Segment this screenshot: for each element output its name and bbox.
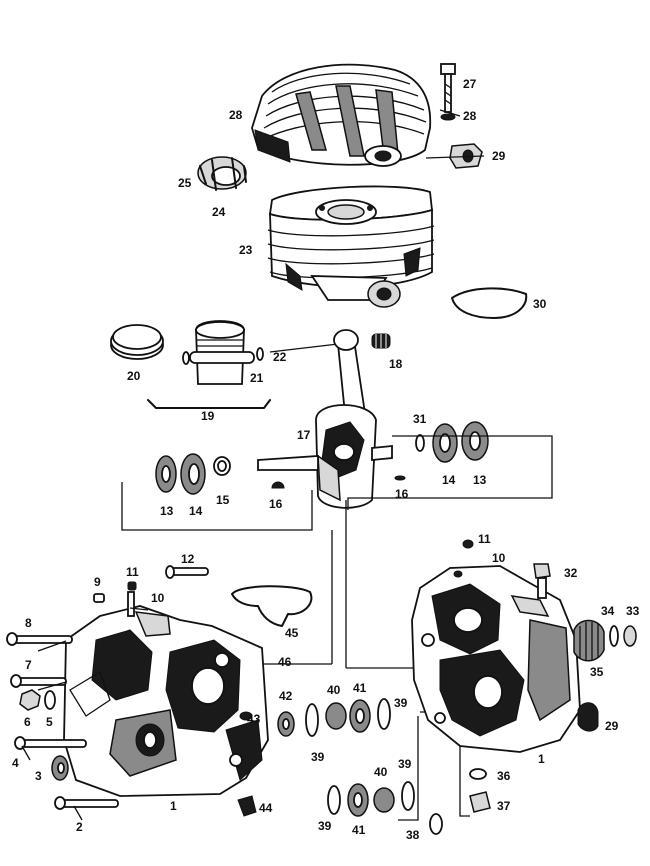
callout-1-right: 1 [538,752,545,766]
callout-10-left: 10 [151,591,165,605]
callout-10-right: 10 [492,551,506,565]
callout-29: 29 [492,149,506,163]
callout-1-left: 1 [170,799,177,813]
small-end-bearing [197,156,247,191]
callout-24: 24 [212,205,226,219]
callout-42: 42 [279,689,293,703]
callout-8: 8 [25,616,32,630]
callout-38: 38 [406,828,420,842]
callout-28: 28 [463,109,477,123]
callout-45: 45 [285,626,299,640]
callout-41-upper: 41 [353,681,367,695]
callout-20: 20 [127,369,141,383]
cylinder-block [267,185,435,308]
callout-11-right: 11 [478,532,491,546]
callout-29-lower: 29 [605,719,619,733]
callout-40-lower: 40 [374,765,388,779]
exhaust-gasket [451,287,528,319]
callout-25: 25 [178,176,192,190]
callout-9: 9 [94,575,101,589]
right-bearings [394,421,489,481]
callout-14-right: 14 [442,473,456,487]
callout-39-mid: 39 [311,750,325,764]
piston-bracket [147,399,271,409]
piston [182,320,264,385]
callout-3: 3 [35,769,42,783]
callout-34: 34 [601,604,615,618]
left-studs [93,565,209,617]
crankcase-bolts [6,632,119,810]
piston-rings [110,324,164,360]
callout-26: 28 [229,108,243,122]
callout-2: 2 [76,820,83,834]
callout-40-upper: 40 [327,683,341,697]
callout-23: 23 [239,243,253,257]
callout-41-lower: 41 [352,823,366,837]
callout-30: 30 [533,297,547,311]
callout-36: 36 [497,769,511,783]
callout-39-bottom: 39 [318,819,332,833]
callout-7: 7 [25,658,32,672]
callout-32: 32 [564,566,578,580]
needle-bearing [371,333,391,349]
callout-46: 46 [278,655,292,669]
callout-6: 6 [24,715,31,729]
callout-43: 43 [247,712,261,726]
callout-18: 18 [389,357,403,371]
callout-27: 27 [463,77,477,91]
left-crankcase [63,605,269,797]
callout-5: 5 [46,715,53,729]
callout-19: 19 [201,409,215,423]
callout-22: 22 [273,350,287,364]
callout-13-right: 13 [473,473,487,487]
callout-35: 35 [590,665,604,679]
callout-11-left: 11 [126,565,139,579]
callout-12: 12 [181,552,195,566]
callout-39-upper: 39 [394,696,408,710]
middle-seals [237,698,391,817]
callout-33: 33 [626,604,640,618]
leader-lines [21,109,485,821]
callout-16-left: 16 [269,497,283,511]
callout-13-left: 13 [160,504,174,518]
callout-44: 44 [259,801,273,815]
callout-14-left: 14 [189,504,203,518]
left-bearings [155,453,285,495]
lower-seals [327,781,415,817]
right-crankcase [411,565,581,753]
callout-15: 15 [216,493,230,507]
crankshaft [257,329,393,509]
callout-37: 37 [497,799,511,813]
right-small-parts [429,539,637,835]
callout-31: 31 [413,412,427,426]
cylinder-head [251,63,432,167]
crankcase-gasket [231,585,313,627]
callout-16-right: 16 [395,487,409,501]
callout-39-lower: 39 [398,757,412,771]
callout-17: 17 [297,428,311,442]
callout-4: 4 [12,756,19,770]
callout-21: 21 [250,371,264,385]
